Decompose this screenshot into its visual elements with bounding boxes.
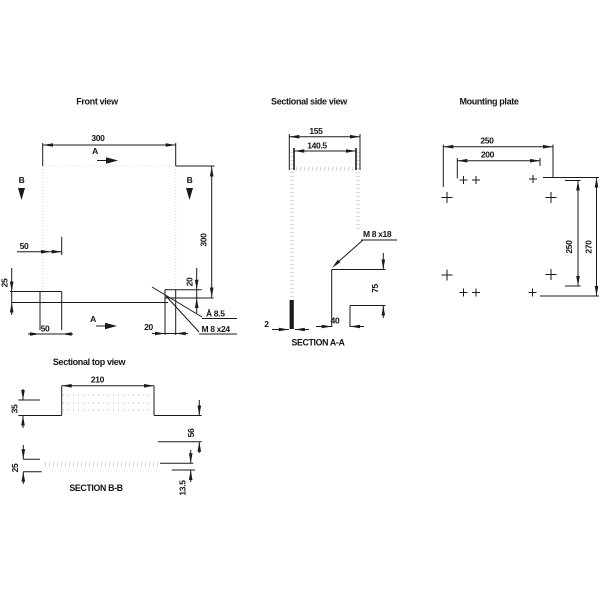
dim-75: 75 (370, 284, 380, 293)
front-view: Front view 300 A B B 50 25 300 50 20 20 … (0, 97, 237, 336)
thread-label-side: M 8 x18 (363, 229, 392, 239)
dim-20-vertical: 20 (185, 277, 195, 286)
dim-250-horizontal: 250 (480, 136, 494, 146)
dim-250-vertical: 250 (564, 240, 574, 254)
dim-40: 40 (331, 316, 340, 326)
dim-25-bottom: 25 (10, 463, 20, 472)
section-a-a-label: SECTION A-A (291, 338, 345, 348)
dim-56: 56 (186, 428, 196, 437)
section-b-letter-left: B (19, 175, 25, 185)
thread-label-front: M 8 x24 (202, 324, 231, 334)
section-b-b-label: SECTION B-B (69, 483, 122, 493)
mounting-plate: Mounting plate 250 200 250 270 (441, 97, 599, 297)
dim-20-bottom: 20 (144, 322, 153, 332)
dim-50-bottom: 50 (41, 324, 50, 334)
dim-140-5: 140.5 (307, 141, 327, 151)
dim-300-right: 300 (199, 233, 209, 247)
section-a-letter-bottom: A (90, 314, 96, 324)
sectional-top-view-title: Sectional top view (53, 357, 127, 367)
dim-2: 2 (264, 319, 269, 329)
dim-155: 155 (309, 126, 323, 136)
sectional-side-view-title: Sectional side view (271, 97, 348, 107)
dim-300-top: 300 (91, 133, 105, 143)
dim-35: 35 (10, 404, 20, 413)
hole-diameter-label: Å 8.5 (206, 309, 225, 319)
section-b-letter-right: B (187, 175, 193, 185)
dim-210: 210 (91, 375, 105, 385)
sectional-top-view: Sectional top view 210 35 56 25 13.5 SEC… (10, 357, 202, 496)
dim-200: 200 (481, 150, 495, 160)
dim-270: 270 (584, 240, 594, 254)
dim-13-5: 13.5 (178, 480, 188, 496)
sectional-side-view: Sectional side view 155 140.5 M 8 x18 75… (264, 97, 397, 348)
dim-50-top: 50 (20, 241, 29, 251)
mounting-plate-title: Mounting plate (459, 97, 518, 107)
section-a-letter-top: A (92, 146, 98, 156)
front-view-title: Front view (76, 97, 119, 107)
dim-25-left: 25 (0, 278, 10, 287)
hole-center-marks (441, 175, 557, 297)
